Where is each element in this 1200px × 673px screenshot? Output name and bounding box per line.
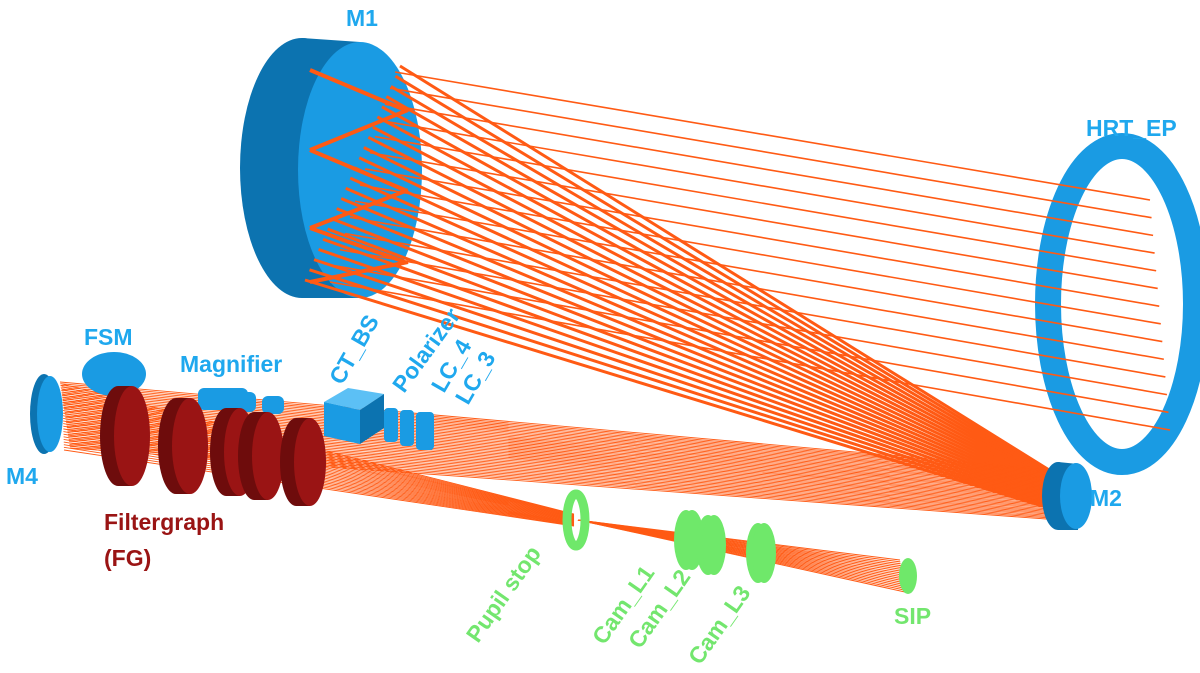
- ray: [354, 200, 1163, 343]
- m4-face: [37, 376, 63, 452]
- ray: [309, 148, 406, 192]
- ray: [359, 184, 1161, 325]
- camera-optics: [562, 489, 917, 594]
- ct-bs-front: [324, 402, 360, 444]
- ray: [399, 64, 1063, 480]
- ray: [379, 119, 1155, 254]
- ray: [394, 74, 1063, 481]
- ray: [358, 156, 1063, 494]
- ray: [309, 188, 409, 230]
- ct-bs-cube: [324, 388, 384, 444]
- ray: [394, 71, 1151, 201]
- ray: [390, 85, 1063, 483]
- sip-detector: [899, 558, 917, 594]
- ray: [354, 166, 1063, 496]
- rays-pupil-to-sip: [577, 519, 906, 593]
- ray: [336, 207, 1063, 503]
- ray: [340, 197, 1063, 501]
- cam-l3-lens: [746, 523, 776, 583]
- ray: [385, 95, 1063, 485]
- ray: [322, 237, 1063, 507]
- ray: [309, 268, 1063, 512]
- ray: [309, 68, 406, 112]
- ct-bs-top: [324, 388, 384, 410]
- ray: [363, 146, 1063, 493]
- fg-etalon-5: [280, 418, 326, 506]
- ray: [374, 135, 1157, 272]
- ray: [309, 260, 409, 284]
- ray: [309, 108, 409, 152]
- ct-bs-side: [360, 394, 384, 444]
- magnifier-lens-2: [230, 392, 256, 412]
- polarizer: [384, 408, 398, 442]
- magnifier-lens-3: [262, 396, 284, 414]
- ray: [345, 186, 1063, 499]
- label-magnifier: Magnifier: [180, 351, 282, 377]
- label-filtergraph: Filtergraph: [104, 509, 224, 535]
- m4-mirror: [30, 374, 63, 454]
- cam-l2-lens: [696, 515, 726, 575]
- ray: [367, 135, 1063, 491]
- m2-face: [1060, 463, 1092, 529]
- pupil-stop: [562, 489, 590, 551]
- label-pupil-stop: Pupil stop: [461, 541, 546, 647]
- fg-etalon-4: [238, 412, 284, 500]
- lc4: [400, 410, 414, 446]
- ray: [384, 103, 1154, 237]
- ray: [327, 227, 1063, 506]
- lc3: [416, 412, 434, 450]
- label-sip: SIP: [894, 603, 931, 629]
- label-ct-bs: CT_BS: [324, 310, 384, 388]
- rays-m1-zigzag: [309, 68, 409, 284]
- label-m1: M1: [346, 5, 378, 31]
- ray: [309, 226, 406, 264]
- ray: [577, 519, 906, 593]
- ray: [331, 217, 1063, 504]
- magnifier-lenses: [198, 388, 284, 414]
- filtergraph-etalons: [100, 386, 326, 506]
- ray: [349, 176, 1063, 498]
- label-fsm: FSM: [84, 324, 133, 350]
- fg-etalon-2: [158, 398, 208, 494]
- label-m4: M4: [6, 463, 38, 489]
- ray-bundles: [59, 64, 1171, 593]
- ray: [369, 151, 1158, 290]
- hrt-ep-ring-shape: [1035, 133, 1200, 475]
- polarizer-lc-stack: [384, 408, 434, 450]
- label-cam-l3: Cam_L3: [683, 581, 756, 669]
- label-hrt-ep: HRT_EP: [1086, 115, 1177, 141]
- m2-mirror: [1042, 462, 1092, 530]
- fsm-body: [82, 352, 146, 396]
- ray: [372, 125, 1063, 490]
- label-m2: M2: [1090, 485, 1122, 511]
- ray: [381, 105, 1063, 486]
- ray: [389, 87, 1152, 219]
- hrt-ep-ring: [1035, 133, 1200, 475]
- fsm-mirror: [82, 352, 146, 396]
- fg-etalon-1: [100, 386, 150, 486]
- ray: [376, 115, 1063, 488]
- label-fg: (FG): [104, 545, 151, 571]
